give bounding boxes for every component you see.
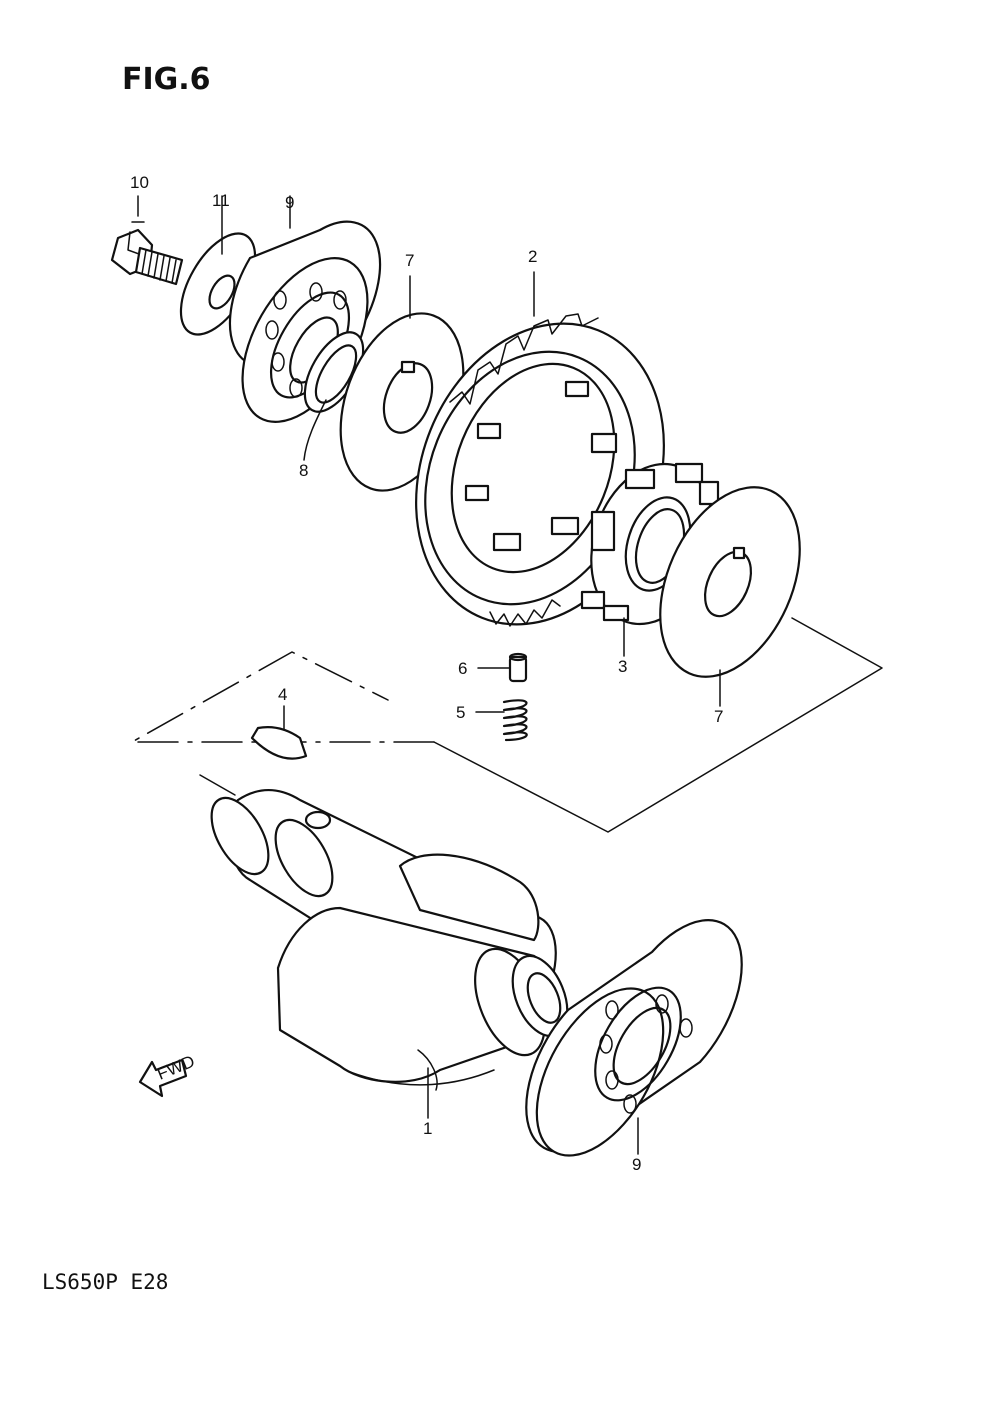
model-code: LS650P E28 xyxy=(42,1270,169,1294)
callout-10: 10 xyxy=(130,173,149,192)
part-8-circlip xyxy=(303,331,365,413)
callout-7-lower: 7 xyxy=(714,707,723,726)
part-7-washer-lower xyxy=(659,486,801,678)
figure-title: FIG.6 xyxy=(122,62,211,97)
part-9-bearing-lower xyxy=(525,919,743,1157)
part-4-key xyxy=(250,726,308,760)
part-6-pin xyxy=(508,652,528,683)
callout-7-upper: 7 xyxy=(405,251,414,270)
callout-3: 3 xyxy=(618,657,627,676)
fwd-arrow-icon: FWD xyxy=(138,1052,197,1098)
part-10-bolt xyxy=(110,228,184,286)
callout-1: 1 xyxy=(423,1119,432,1138)
part-1-balancer-shaft xyxy=(210,789,569,1091)
part-5-spring xyxy=(502,699,528,742)
callout-11: 11 xyxy=(212,191,230,210)
callout-2: 2 xyxy=(528,247,537,266)
callout-9-upper: 9 xyxy=(285,193,294,212)
callout-5: 5 xyxy=(456,703,465,722)
callout-numbers: 10 11 9 7 2 8 4 6 5 3 7 1 9 xyxy=(130,173,723,1174)
callout-8: 8 xyxy=(299,461,308,480)
leader-lines xyxy=(131,195,721,1155)
callout-6: 6 xyxy=(458,659,467,678)
callout-4: 4 xyxy=(278,685,287,704)
callout-9-lower: 9 xyxy=(632,1155,641,1174)
